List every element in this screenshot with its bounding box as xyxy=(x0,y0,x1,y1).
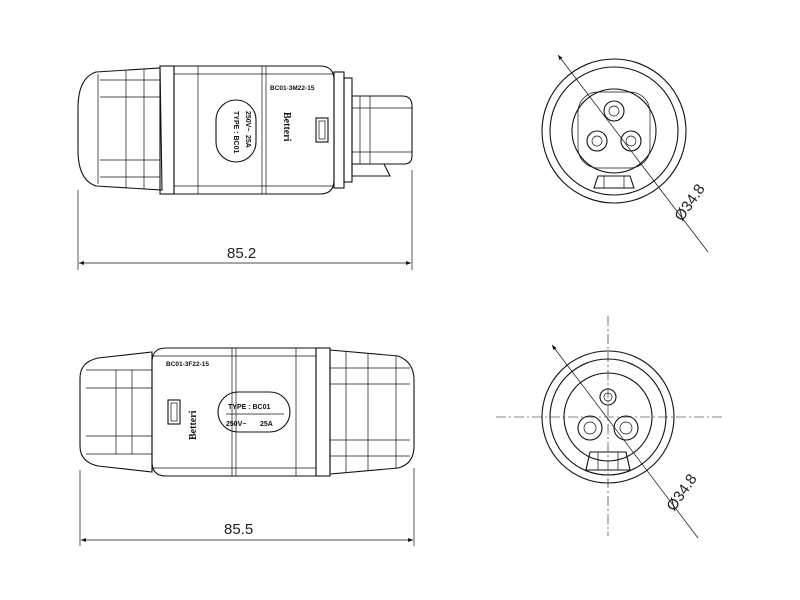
male-rating-label: TYPE : BC01 250V~ 25A xyxy=(232,111,251,154)
female-brand-logo: Betteri xyxy=(188,410,199,440)
male-rating-voltage: 250V~ xyxy=(244,111,251,131)
female-connector-side-view xyxy=(79,347,415,477)
female-connector-front-view xyxy=(496,316,724,539)
male-part-number: BC01-3M22-15 xyxy=(270,85,315,92)
male-diameter-value: Ø34.8 xyxy=(671,181,708,224)
male-connector-front-view xyxy=(541,54,709,253)
male-brand-logo: Betteri xyxy=(281,112,292,142)
male-length-dimension xyxy=(77,170,413,270)
female-rating-voltage: 250V~ xyxy=(226,421,246,428)
female-diameter-value: Ø34.8 xyxy=(663,471,700,514)
male-type-label: TYPE : BC01 xyxy=(232,111,239,154)
female-type-label: TYPE : BC01 xyxy=(228,404,271,411)
female-length-value: 85.5 xyxy=(224,521,253,538)
female-rating-current: 25A xyxy=(260,421,273,428)
male-length-value: 85.2 xyxy=(227,245,256,262)
female-length-dimension xyxy=(79,468,415,546)
male-rating-current: 25A xyxy=(244,135,251,148)
male-connector-side-view xyxy=(77,65,413,195)
female-part-number: BC01-3F22-15 xyxy=(166,361,209,368)
